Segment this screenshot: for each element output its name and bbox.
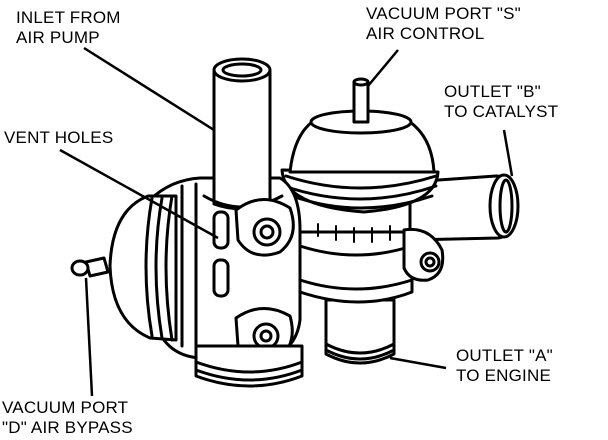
label-line: AIR PUMP xyxy=(16,28,100,47)
label-line: "D" AIR BYPASS xyxy=(2,418,133,437)
leader-lines xyxy=(59,46,514,397)
label-vacuum-port-s: VACUUM PORT "S" AIR CONTROL xyxy=(366,4,521,44)
label-vacuum-port-d: VACUUM PORT "D" AIR BYPASS xyxy=(2,398,133,438)
leader-outlet-a xyxy=(389,356,447,370)
label-outlet-a: OUTLET "A" TO ENGINE xyxy=(456,346,553,386)
right-mount-ear xyxy=(402,227,445,282)
label-vent-holes: VENT HOLES xyxy=(4,128,113,148)
leader-vent-holes xyxy=(59,148,219,240)
label-line: VACUUM PORT "S" xyxy=(366,4,521,23)
label-line: VACUUM PORT xyxy=(2,398,129,417)
lower-housing xyxy=(298,223,414,304)
label-line: TO ENGINE xyxy=(456,366,552,385)
bottom-flange xyxy=(194,344,304,388)
leader-inlet xyxy=(83,46,215,132)
vacuum-s-diaphragm xyxy=(280,77,440,214)
outlet-b-pipe xyxy=(408,173,520,242)
label-line: AIR CONTROL xyxy=(366,24,485,43)
label-line: VENT HOLES xyxy=(4,128,114,147)
upper-mount-ear xyxy=(234,198,295,257)
inlet-pipe xyxy=(202,57,284,211)
leader-vacuum-s xyxy=(367,49,399,87)
leader-outlet-b xyxy=(502,129,514,177)
label-outlet-b: OUTLET "B" TO CATALYST xyxy=(444,82,558,122)
label-line: INLET FROM xyxy=(16,8,121,27)
label-inlet-from-air-pump: INLET FROM AIR PUMP xyxy=(16,8,121,48)
label-line: OUTLET "B" xyxy=(444,82,541,101)
label-line: OUTLET "A" xyxy=(456,346,553,365)
label-line: TO CATALYST xyxy=(444,102,559,121)
leader-vacuum-d xyxy=(84,277,94,397)
outlet-a-pipe xyxy=(324,298,396,365)
